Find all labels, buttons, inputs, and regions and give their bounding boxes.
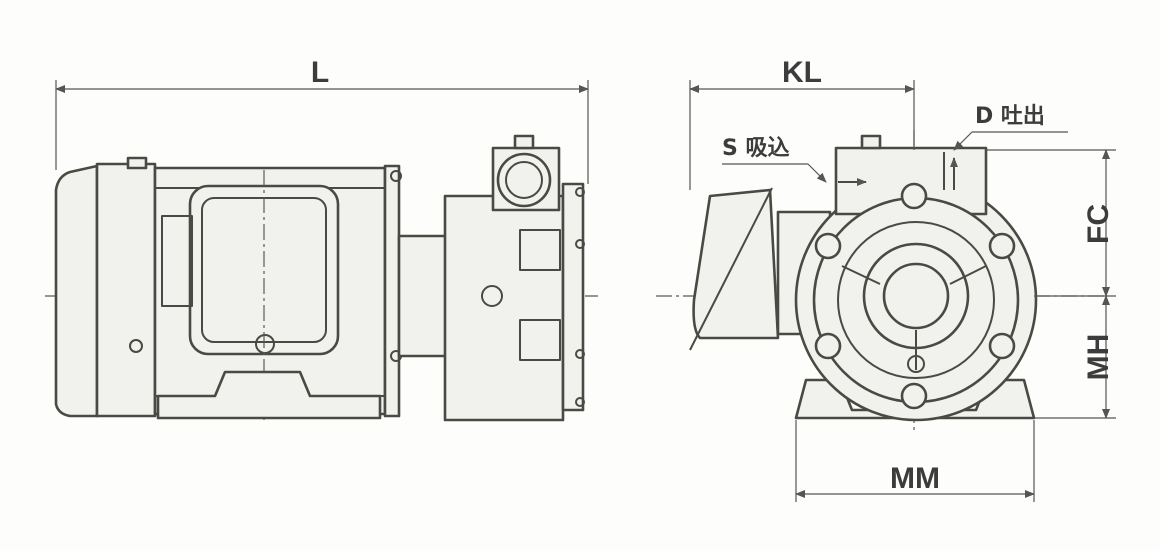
dim-l-label: L xyxy=(311,56,329,89)
boss-left-lower xyxy=(814,332,842,360)
boss-left-upper xyxy=(814,232,842,260)
terminal-box-lid xyxy=(689,187,773,351)
fan-cover xyxy=(54,164,99,418)
discharge-cap xyxy=(513,134,535,150)
cover-bolt-2 xyxy=(575,239,585,249)
motor-flange xyxy=(383,164,401,418)
side-view: L xyxy=(45,56,598,422)
suction-leader-diag xyxy=(807,163,827,183)
suction-eye xyxy=(882,262,950,330)
suction-label: S 吸込 xyxy=(722,136,790,161)
motor-side-window xyxy=(161,215,193,307)
front-top-cap xyxy=(860,134,882,150)
flange-bolt-top xyxy=(390,170,402,182)
spoke-right xyxy=(949,265,987,285)
dim-mh-label: MH xyxy=(1082,334,1115,381)
boss-bottom xyxy=(900,382,928,410)
cover-bolt-1 xyxy=(575,187,585,197)
lifting-eye xyxy=(126,156,148,170)
dim-kl-label: KL xyxy=(782,56,822,89)
cover-bolt-4 xyxy=(575,397,585,407)
pump-cover-plate xyxy=(561,182,585,412)
front-casing-inner xyxy=(837,221,995,379)
cover-bolt-3 xyxy=(575,349,585,359)
casing-plug xyxy=(481,285,503,307)
discharge-leader-diag xyxy=(953,131,973,151)
boss-right-lower xyxy=(988,332,1016,360)
spoke-left xyxy=(841,265,881,285)
end-shield-bolt xyxy=(129,339,143,353)
discharge-port-inner xyxy=(505,161,543,199)
discharge-label: D 吐出 xyxy=(975,104,1045,129)
dim-fc-label: FC xyxy=(1082,204,1115,244)
casing-rib-top xyxy=(519,229,561,271)
motor-end-shield xyxy=(95,162,157,418)
front-view: S 吸込 D 吐出 KL FC MH MM xyxy=(656,56,1116,502)
casing-rib-bottom xyxy=(519,319,561,361)
boss-top xyxy=(900,182,928,210)
motor-feet xyxy=(156,370,382,420)
bottom-drain xyxy=(907,355,925,373)
discharge-block xyxy=(834,146,988,216)
dim-mm-label: MM xyxy=(890,462,940,495)
boss-right-upper xyxy=(988,232,1016,260)
terminal-box-screw xyxy=(255,334,275,354)
coupling-neck xyxy=(397,234,449,358)
